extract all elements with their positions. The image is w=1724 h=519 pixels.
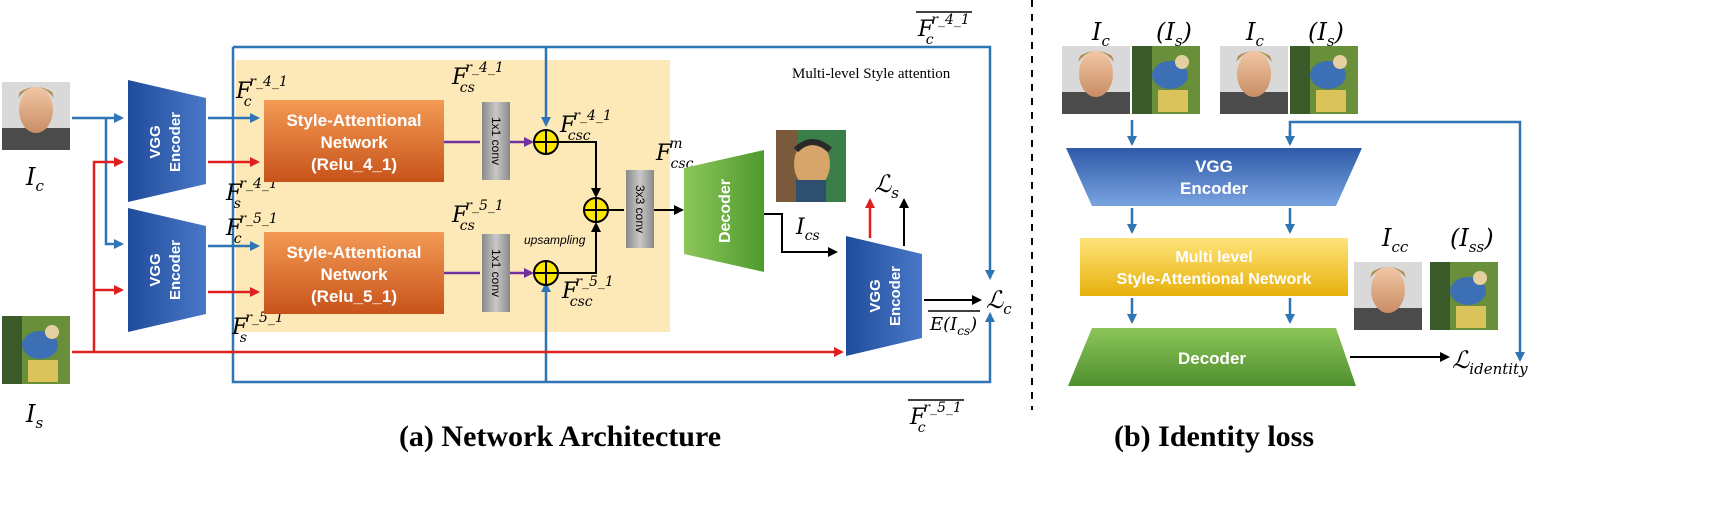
skip-bottom-path	[231, 47, 995, 384]
stylized-output-image	[776, 130, 846, 202]
upsampling-label: upsampling	[524, 233, 586, 247]
conv1x1-top-label: 1x1 conv	[489, 117, 503, 165]
content-label: Ic	[25, 163, 44, 195]
icc-image	[1354, 262, 1422, 330]
ic1-label: Ic	[1091, 18, 1110, 50]
add-node-41	[533, 129, 559, 155]
b-style-image-1	[1132, 46, 1200, 114]
style-to-encoder1-arrow	[92, 157, 124, 352]
caption-a: (a) Network Architecture	[399, 420, 721, 453]
multi-level-label: Multi-level Style attention	[792, 66, 951, 82]
san-relu41-box	[264, 100, 444, 182]
b-multi-level-san-box	[1080, 238, 1348, 296]
add-node-51	[533, 260, 559, 286]
b-content-image-1	[1062, 46, 1130, 114]
decoder-a	[684, 150, 764, 272]
b-vgg-encoder	[1066, 148, 1362, 206]
b-loss-identity-label: ℒidentity	[1452, 346, 1528, 378]
b-decoder-label: Decoder	[1178, 349, 1246, 368]
e-ics-label: E(Ics)	[929, 314, 977, 338]
add51-to-merge-arrow	[558, 222, 601, 274]
vgg-encoder-3	[846, 236, 922, 356]
add41-to-merge-arrow	[558, 141, 601, 198]
add-node-merge	[583, 197, 609, 223]
caption-b: (b) Identity loss	[1114, 420, 1314, 453]
conv1x1-top	[482, 102, 510, 180]
conv1x1-bottom-label: 1x1 conv	[489, 249, 503, 297]
b-decoder	[1068, 328, 1356, 386]
vgg-encoder-2	[128, 208, 206, 332]
ics-label: Ics	[795, 215, 820, 244]
is2-label: (Is)	[1308, 18, 1344, 50]
conv3x3	[626, 170, 654, 248]
loss-c-label: ℒc	[986, 286, 1012, 318]
b-content-image-2	[1220, 46, 1288, 114]
decoder-to-encoder3-arrow	[764, 213, 838, 257]
decoder-a-label: Decoder	[717, 179, 734, 243]
ic2-label: Ic	[1245, 18, 1264, 50]
san-relu51-box	[264, 232, 444, 314]
iss-label: (Iss)	[1450, 224, 1494, 256]
icc-label: Icc	[1381, 224, 1409, 256]
conv1x1-bottom	[482, 234, 510, 312]
iss-image	[1430, 262, 1498, 330]
content-image	[2, 82, 70, 150]
vgg-encoder-1	[128, 80, 206, 202]
b-style-image-2	[1290, 46, 1358, 114]
style-label: Is	[25, 400, 43, 432]
loss-s-label: ℒs	[874, 170, 899, 202]
is1-label: (Is)	[1156, 18, 1192, 50]
style-image	[2, 316, 70, 384]
content-to-encoder2-arrow	[104, 118, 124, 249]
conv3x3-label: 3x3 conv	[633, 185, 647, 233]
skip-top-path	[233, 45, 995, 280]
